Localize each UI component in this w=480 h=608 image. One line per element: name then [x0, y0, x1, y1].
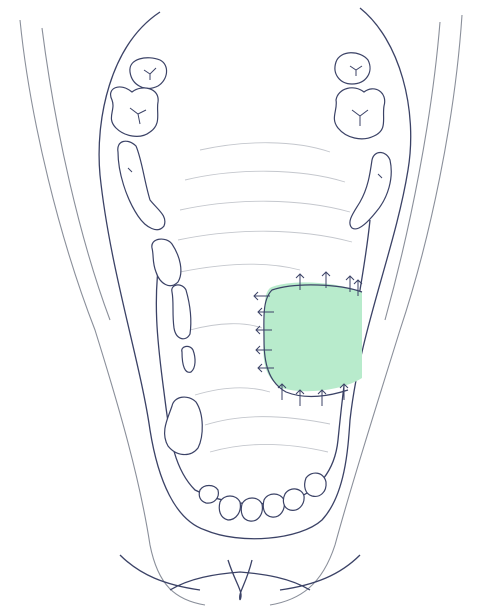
- tooth-incisor-3: [241, 498, 262, 521]
- ruga: [210, 445, 328, 453]
- tooth-incisor-5: [283, 489, 304, 510]
- suture-mark: [296, 390, 304, 406]
- teeth: [111, 53, 392, 521]
- tooth-incisor-2: [219, 496, 240, 520]
- ruga: [205, 417, 330, 425]
- tooth-incisor-1: [199, 486, 218, 504]
- ruga: [200, 143, 330, 152]
- ruga: [178, 231, 352, 242]
- tooth-incisor-6: [305, 473, 326, 496]
- ruga: [180, 201, 350, 212]
- tooth-right-molar-2: [334, 88, 384, 139]
- suture-mark: [318, 390, 326, 406]
- soft-palate-base: [170, 572, 310, 590]
- ruga: [195, 388, 270, 395]
- tooth-left-canine: [182, 346, 195, 372]
- lip-line-right: [280, 555, 360, 590]
- tooth-left-premolar-1: [172, 285, 191, 339]
- ruga: [185, 171, 345, 182]
- ruga: [190, 324, 262, 330]
- tooth-left-premolar-2: [152, 239, 181, 286]
- outer-contour: [20, 15, 462, 605]
- lip-line-left: [120, 555, 200, 590]
- outer-contour-right-inner: [385, 22, 440, 320]
- tooth-right-molar-3: [335, 53, 370, 84]
- tooth-right-molar-1: [350, 153, 391, 229]
- uvula-notch: [228, 560, 252, 600]
- tooth-left-lateral: [165, 397, 203, 455]
- tooth-incisor-4: [263, 494, 284, 517]
- tooth-left-molar-1: [118, 141, 165, 229]
- graft-region: [263, 282, 362, 391]
- ruga: [180, 264, 300, 272]
